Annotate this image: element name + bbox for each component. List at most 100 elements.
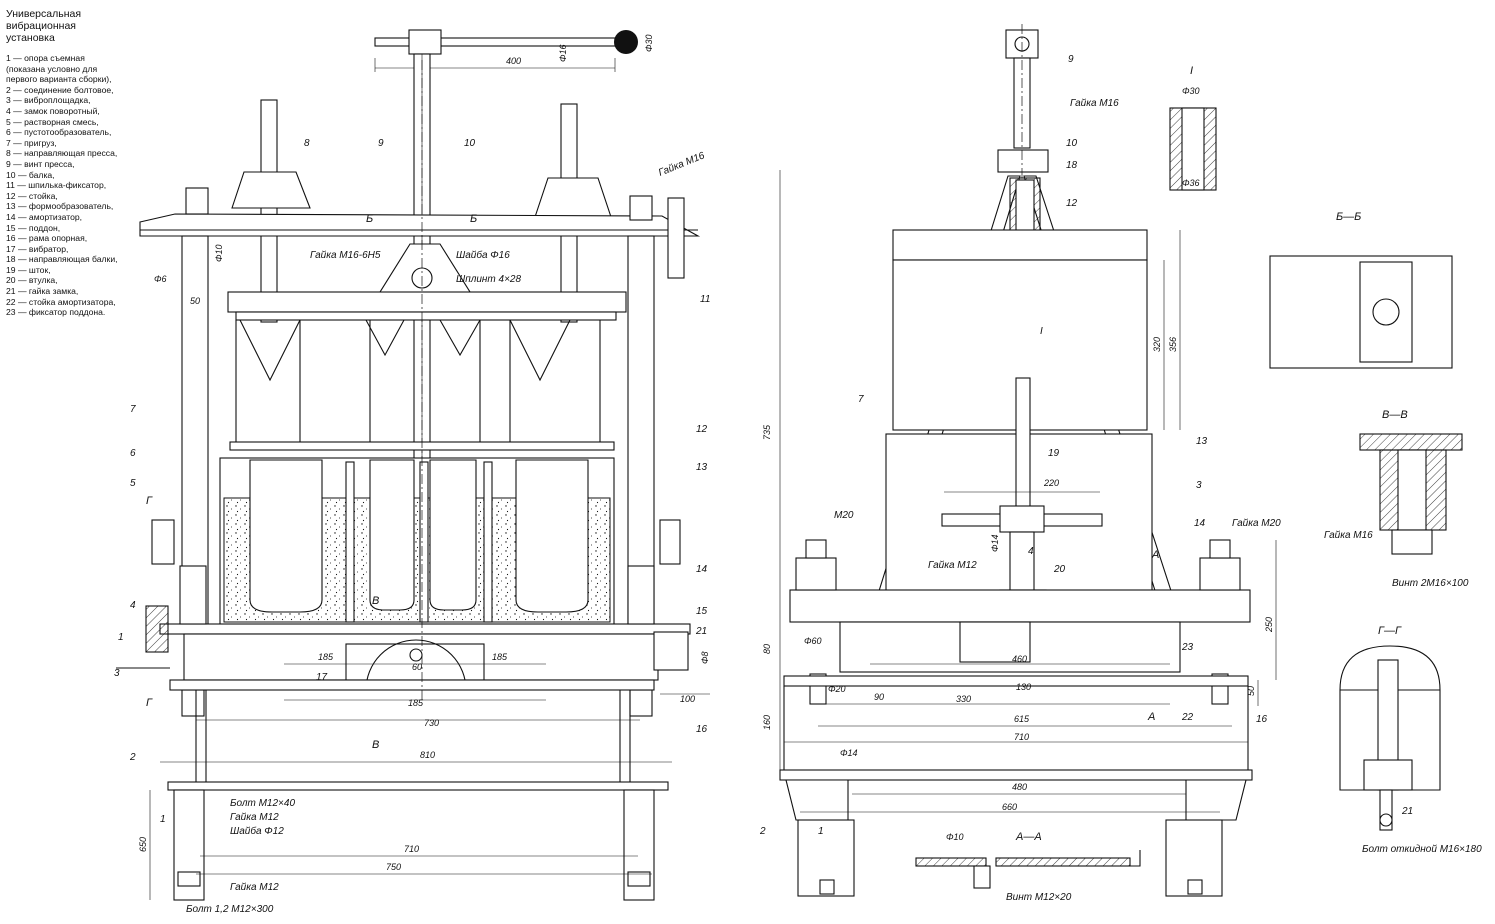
side-view: 735 320 356 220 Φ14 Φ60 Φ20 80 160 90 33…: [759, 24, 1281, 903]
label-13: 13: [696, 462, 708, 473]
side-dim-615: 615: [1014, 714, 1030, 724]
side-dim-460: 460: [1012, 654, 1027, 664]
side-label-2: 2: [759, 826, 766, 837]
support-frame: [167, 781, 669, 791]
note-shplint: Шплинт 4×28: [456, 274, 521, 285]
legend-item: 12 — стойка,: [6, 190, 58, 201]
side-label-1: 1: [818, 826, 824, 837]
dim-730: 730: [424, 718, 439, 728]
legend-item: 14 — амортизатор,: [6, 211, 83, 222]
label-14: 14: [696, 564, 708, 575]
top-beam: [139, 213, 701, 237]
note-gaika-m16-6h5: Гайка М16-6Н5: [310, 250, 381, 261]
dim-400: 400: [506, 56, 521, 66]
dim-f10: Φ10: [214, 244, 224, 262]
dim-f8: Φ8: [700, 651, 710, 664]
void-former-2: [369, 459, 415, 611]
pressure-plate: [227, 291, 627, 313]
side-label-10: 10: [1066, 138, 1078, 149]
dim-185-a: 185: [318, 652, 334, 662]
legend-item: 21 — гайка замка,: [6, 286, 79, 297]
dim-60: 60: [412, 662, 422, 672]
side-dim-50: 50: [1246, 686, 1256, 696]
note-shayba-16: Шайба Φ16: [456, 249, 510, 261]
detail-BB-title: Б—Б: [1336, 211, 1361, 223]
legend-item: 18 — направляющая балки,: [6, 254, 118, 265]
dim-710: 710: [404, 844, 419, 854]
side-note-m20: М20: [834, 510, 854, 521]
legend-item: 23 — фиксатор поддона.: [6, 307, 106, 318]
legend-item: 4 — замок поворотный,: [6, 105, 100, 116]
side-dim-f60: Φ60: [804, 636, 822, 646]
dim-650: 650: [138, 837, 148, 852]
note-bolt-bottom: Болт 1,2 М12×300: [186, 904, 274, 915]
section-mark-b2: Б: [470, 213, 477, 225]
legend-item: 11 — шпилька-фиксатор,: [6, 180, 107, 191]
side-dim-80: 80: [762, 644, 772, 654]
pallet: [159, 623, 691, 635]
detail-I-d36: Φ36: [1182, 178, 1200, 188]
side-dim-220: 220: [1043, 478, 1059, 488]
void-former-1: [249, 459, 323, 613]
legend-title: Универсальная вибрационная установка: [6, 8, 82, 44]
dim-f30: Φ30: [644, 34, 654, 52]
dim-750: 750: [386, 862, 401, 872]
dim-100: 100: [680, 694, 695, 704]
side-label-I: I: [1040, 326, 1043, 337]
legend-item: 3 — виброплощадка,: [6, 95, 91, 106]
side-label-12: 12: [1066, 198, 1078, 209]
label-11: 11: [700, 294, 710, 305]
legend-item: 17 — вибратор,: [6, 243, 69, 254]
detail-GG-title: Г—Г: [1378, 625, 1402, 637]
side-dim-480: 480: [1012, 782, 1027, 792]
detail-BB: Б—Б: [1269, 211, 1453, 369]
legend-list: 1 — опора съемная (показана условно для …: [6, 53, 124, 318]
side-dim-320: 320: [1152, 337, 1162, 352]
void-former-3: [429, 459, 477, 611]
dim-50: 50: [190, 296, 200, 306]
side-dim-130: 130: [1016, 682, 1031, 692]
legend-item: 5 — растворная смесь,: [6, 116, 99, 127]
legend-item: 19 — шток,: [6, 264, 51, 275]
side-label-7: 7: [858, 394, 864, 405]
legend-item: 15 — поддон,: [6, 222, 61, 233]
detail-GG-bolt: Болт откидной М16×180: [1362, 844, 1482, 855]
label-5: 5: [130, 478, 136, 489]
label-1: 1: [160, 814, 166, 825]
note-shayba-12: Шайба Φ12: [230, 825, 284, 837]
legend-item: 20 — втулка,: [6, 275, 58, 286]
side-note-a2: А: [1147, 711, 1155, 723]
legend-item: 6 — пустотообразователь,: [6, 127, 112, 138]
detail-VV: В—В Гайка М16 Винт 2М16×100: [1324, 409, 1469, 589]
lock-left: [145, 605, 169, 653]
legend-item: 10 — балка,: [6, 169, 55, 180]
label-3: 3: [114, 668, 120, 679]
side-note-a1: А: [1151, 549, 1159, 561]
label-7: 7: [130, 404, 136, 415]
detail-I: I Φ30 Φ36: [1169, 65, 1217, 191]
side-dim-160: 160: [762, 715, 772, 730]
dim-185-c: 185: [408, 698, 424, 708]
detail-I-d30: Φ30: [1182, 86, 1200, 96]
dim-810: 810: [420, 750, 435, 760]
side-label-22: 22: [1181, 712, 1194, 723]
label-9: 9: [378, 138, 384, 149]
side-label-19: 19: [1048, 448, 1060, 459]
label-15: 15: [696, 606, 708, 617]
side-dim-f10: Φ10: [946, 832, 964, 842]
side-dim-f20: Φ20: [828, 684, 846, 694]
side-label-13: 13: [1196, 436, 1208, 447]
legend-item: 8 — направляющая пресса,: [6, 148, 118, 159]
label-17: 17: [316, 672, 328, 683]
section-mark-b1: Б: [366, 213, 373, 225]
label-10: 10: [464, 138, 476, 149]
label-6: 6: [130, 448, 136, 459]
legend-item: 1 — опора съемная (показана условно для …: [6, 53, 112, 85]
handle-knob: [614, 30, 638, 54]
side-dim-735: 735: [762, 424, 772, 440]
side-dim-660: 660: [1002, 802, 1017, 812]
label-8: 8: [304, 138, 310, 149]
label-1b: 1: [118, 632, 124, 643]
side-dim-90: 90: [874, 692, 884, 702]
